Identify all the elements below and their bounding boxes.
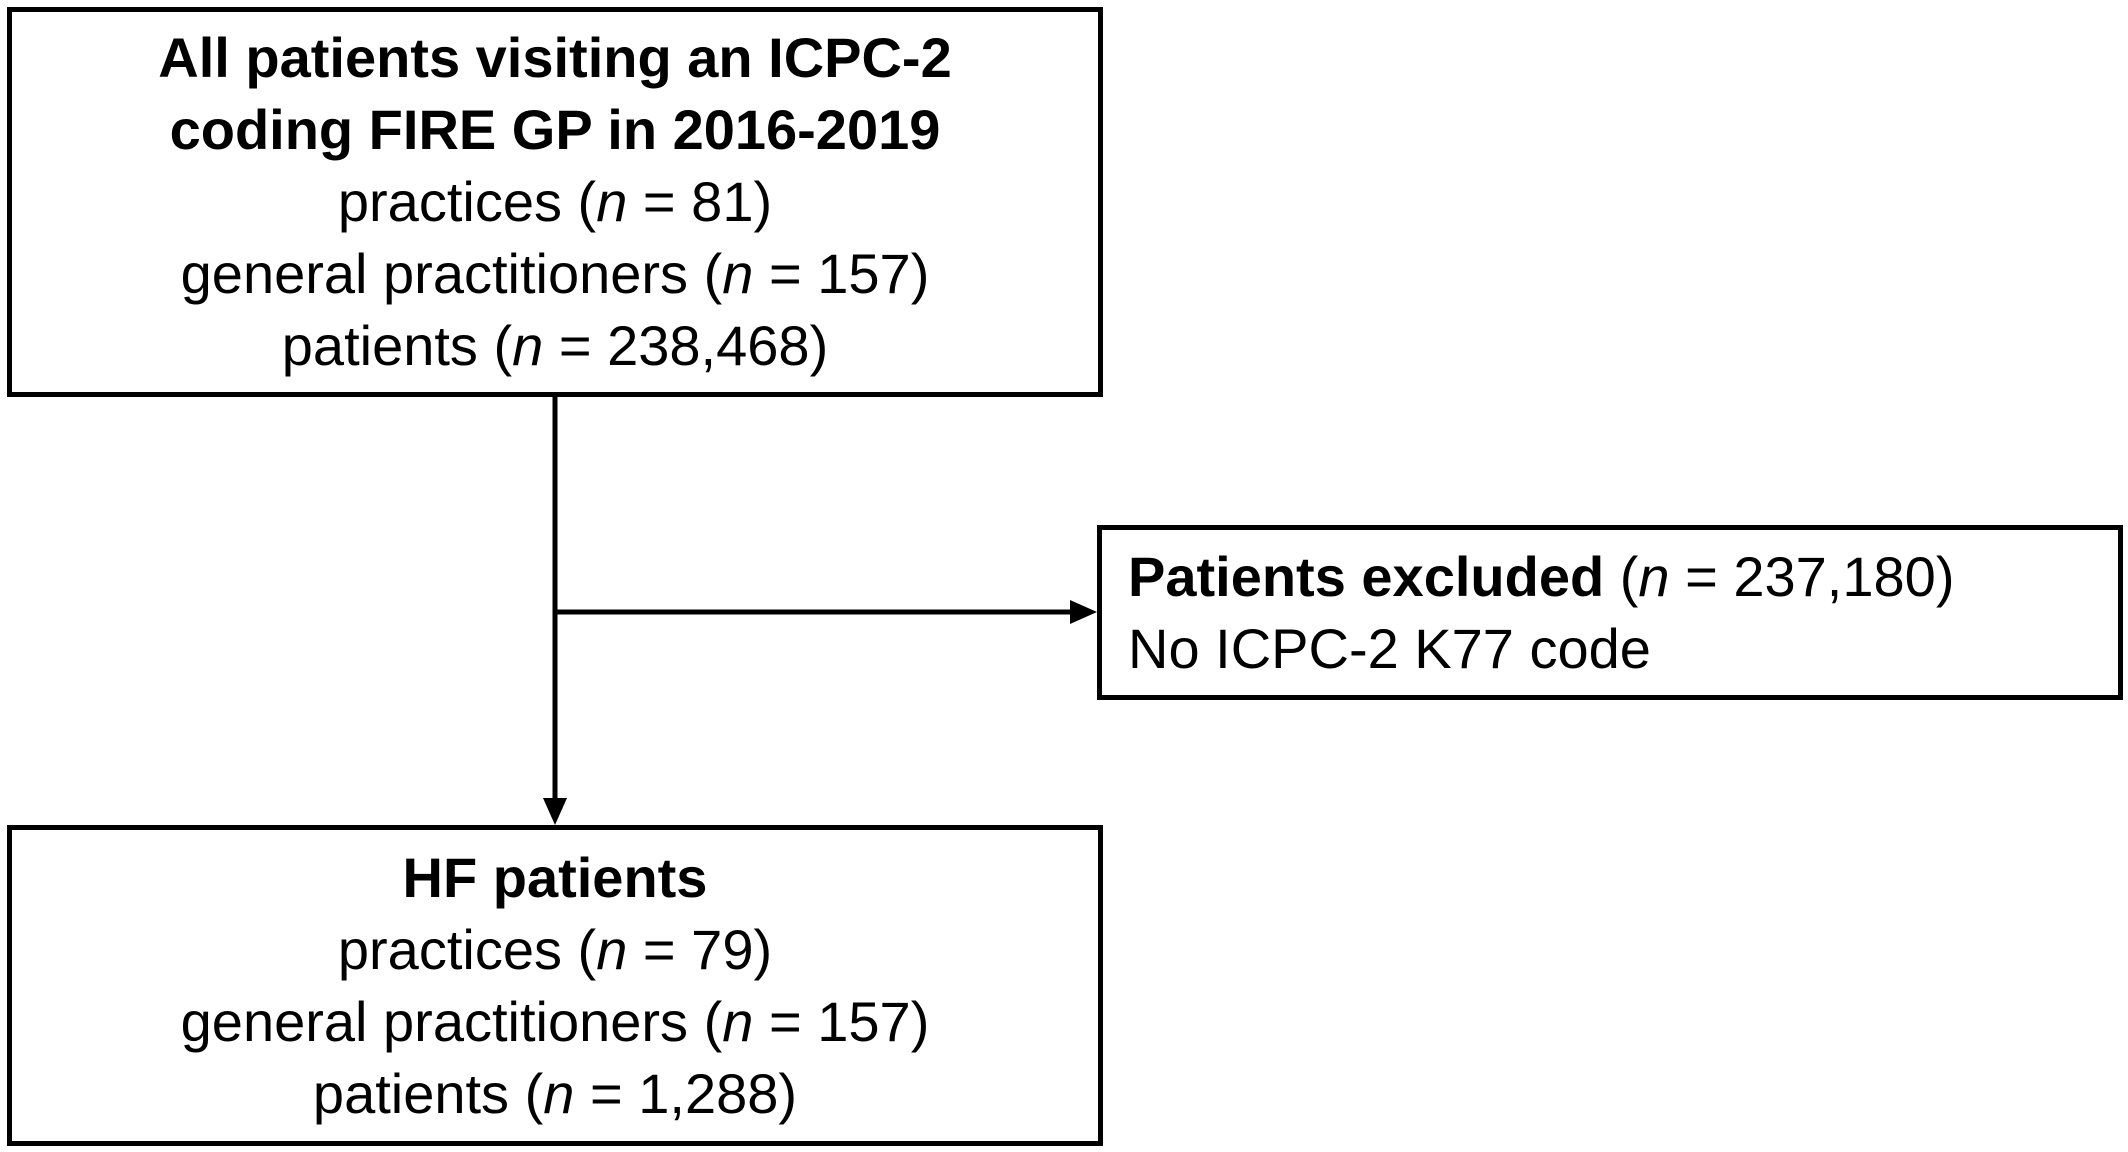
n-symbol: n [722, 989, 754, 1053]
practices-count-row: practices (n = 79) [337, 917, 773, 981]
arrowhead-right [1070, 600, 1097, 624]
equals-sign: = [1685, 544, 1718, 608]
row-value: 238,468 [607, 314, 810, 377]
hf-patients-box: HF patients practices (n = 79) general p… [7, 825, 1103, 1146]
all-patients-title-line2: coding FIRE GP in 2016-2019 [169, 98, 941, 161]
row-value: 157 [817, 242, 911, 305]
excluded-count-row: Patients excluded (n = 237,180) [1128, 544, 1955, 608]
equals-sign: = [558, 314, 592, 377]
equals-sign: = [768, 242, 802, 305]
equals-sign: = [642, 170, 676, 233]
gp-count-row: general practitioners (n = 157) [180, 242, 930, 305]
n-symbol: n [543, 1061, 575, 1125]
patients-count-row: patients (n = 238,468) [281, 314, 829, 377]
excluded-title: Patients excluded [1128, 544, 1605, 608]
equals-sign: = [768, 989, 802, 1053]
practices-count-row: practices (n = 81) [337, 170, 773, 233]
all-patients-box: All patients visiting an ICPC-2 coding F… [7, 7, 1103, 397]
row-value: 79 [691, 917, 754, 981]
row-value: 157 [817, 989, 911, 1053]
row-label: general practitioners [180, 989, 689, 1053]
patients-count-row: patients (n = 1,288) [312, 1061, 798, 1125]
gp-count-row: general practitioners (n = 157) [180, 989, 930, 1053]
n-symbol: n [512, 314, 544, 377]
row-label: patients [281, 314, 478, 377]
row-label: patients [312, 1061, 510, 1125]
excluded-reason: No ICPC-2 K77 code [1128, 616, 1651, 680]
row-label: practices [337, 917, 562, 981]
n-symbol: n [596, 170, 628, 233]
n-symbol: n [722, 242, 754, 305]
row-value: 81 [691, 170, 754, 233]
patients-excluded-box: Patients excluded (n = 237,180) No ICPC-… [1097, 525, 2123, 700]
n-symbol: n [596, 917, 628, 981]
row-value: 1,288 [638, 1061, 779, 1125]
arrowhead-down [543, 798, 567, 825]
n-symbol: n [1638, 544, 1670, 608]
row-label: practices [337, 170, 562, 233]
hf-patients-title: HF patients [402, 845, 708, 909]
excluded-value: 237,180 [1733, 544, 1936, 608]
equals-sign: = [590, 1061, 623, 1125]
row-label: general practitioners [180, 242, 689, 305]
all-patients-title-line1: All patients visiting an ICPC-2 [158, 26, 952, 89]
equals-sign: = [642, 917, 676, 981]
